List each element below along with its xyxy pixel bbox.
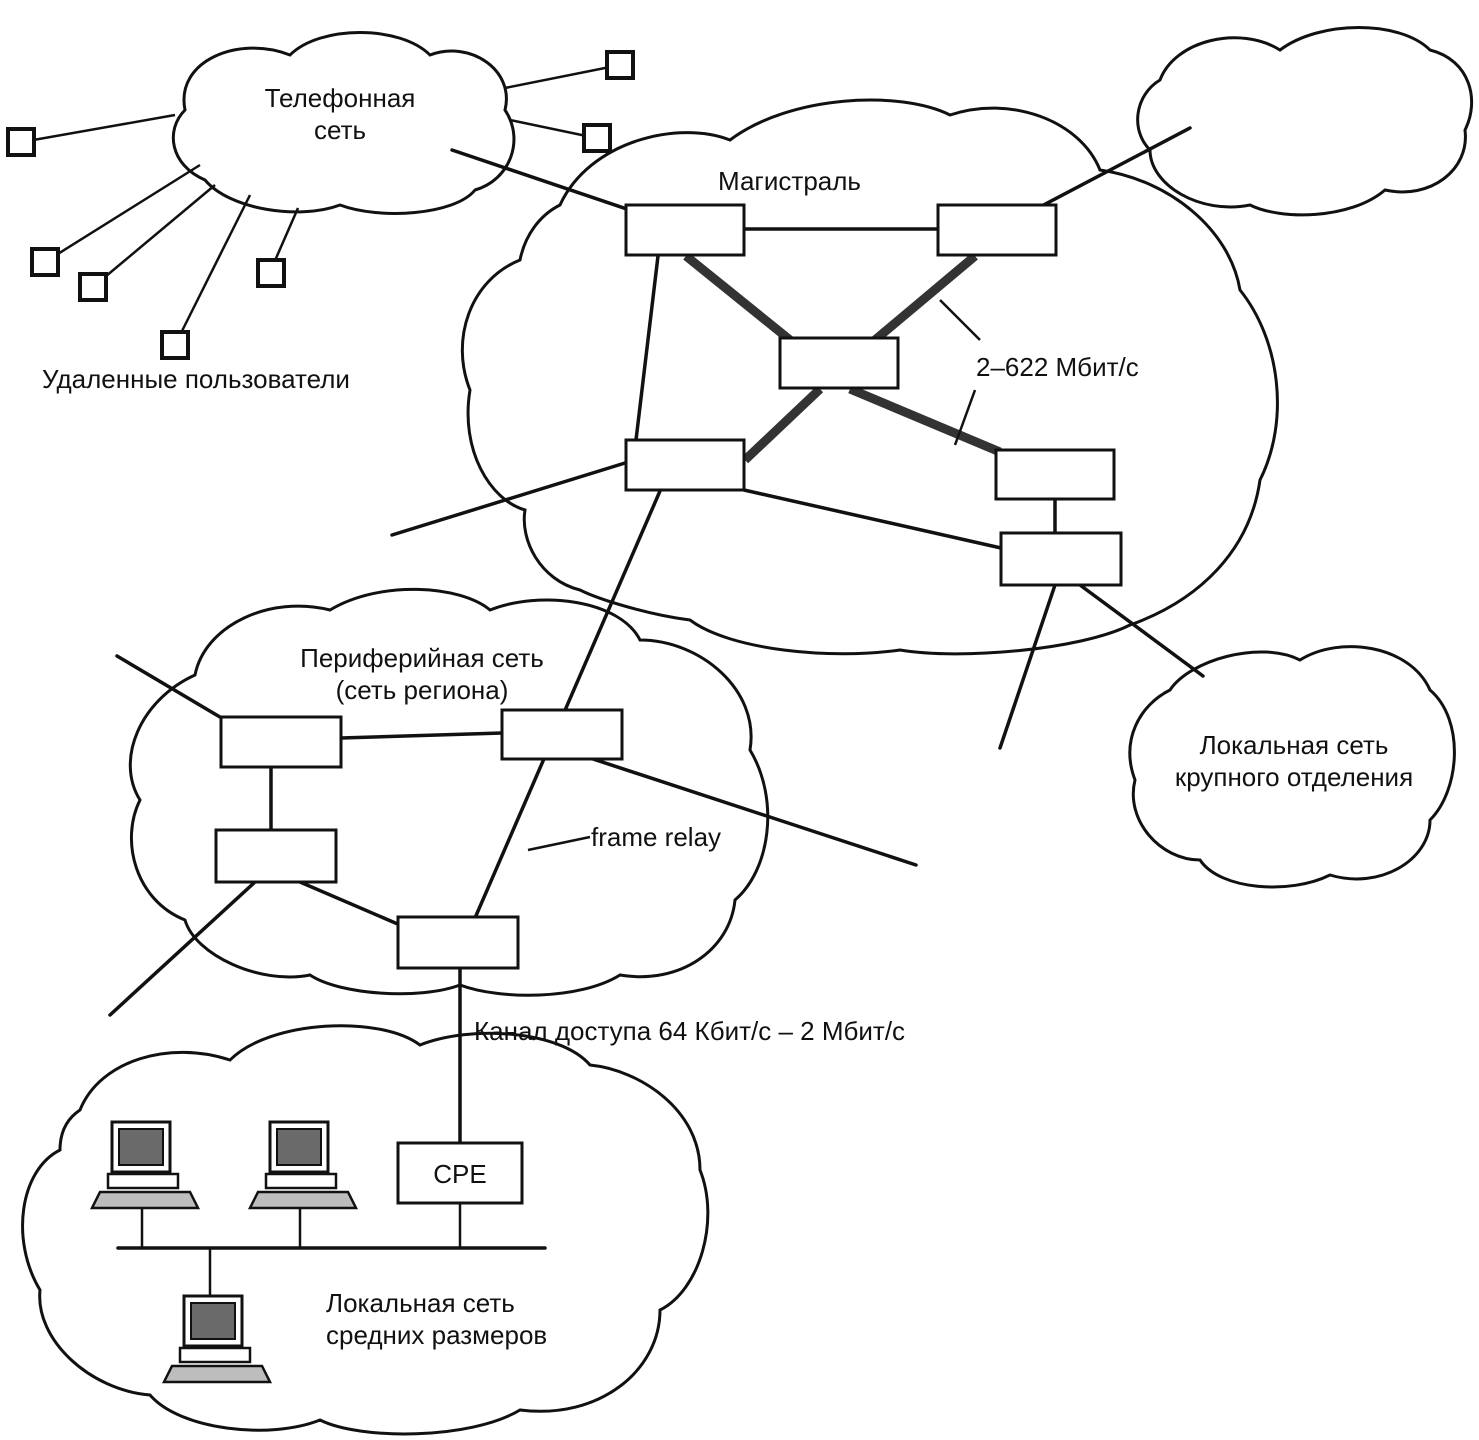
medium-lan-cloud [21,1024,710,1436]
medium-lan-label-line2: средних размеров [326,1320,547,1350]
backbone-node-center [778,336,900,390]
peripheral-node-bottom [396,915,520,970]
backbone-label: Магистраль [718,166,861,196]
cpe-router [396,1141,524,1205]
remote-user-links [21,63,621,346]
peripheral-network-label-line1: Периферийная сеть [300,643,544,673]
branch-lan-cloud [1128,645,1456,889]
remote-user-terminals [6,50,635,360]
branch-lan-label-line1: Локальная сеть [1200,730,1389,760]
peripheral-network-label-line2: (сеть региона) [336,675,509,705]
peripheral-links [108,654,918,1145]
terminal-icon [582,123,612,153]
terminal-icon [160,330,190,360]
remote-users-label: Удаленные пользователи [42,364,350,394]
backbone-node-right [994,448,1116,501]
backbone-node-top-left [624,203,746,257]
peripheral-node-top-right [500,708,624,761]
peripheral-cloud [128,587,770,997]
frame-relay-link [473,489,662,920]
peripheral-node-top-left [219,715,343,769]
computer-icon [161,1294,273,1384]
frame-relay-label: frame relay [591,822,721,852]
phone-network-cloud [171,31,516,215]
backbone-links [390,126,1205,750]
backbone-node-top-right [936,203,1058,257]
terminal-icon [30,247,60,277]
terminal-icon [6,127,36,157]
branch-lan-label-line2: крупного отделения [1175,762,1413,792]
phone-network-label-line2: сеть [314,115,366,145]
cpe-label: CPE [433,1159,486,1189]
backbone-speed-label: 2–622 Мбит/с [976,352,1139,382]
phone-network-label-line1: Телефонная [265,83,416,113]
frame-relay-leader [527,835,591,852]
medium-lan-label-line1: Локальная сеть [326,1288,515,1318]
top-right-cloud [1136,26,1474,217]
peripheral-node-middle [214,828,338,884]
terminal-icon [605,50,635,80]
terminal-icon [78,272,108,302]
computer-icon [89,1120,201,1210]
backbone-node-bottom-right [999,531,1123,587]
backbone-node-left [624,438,746,492]
access-channel-label: Канал доступа 64 Кбит/с – 2 Мбит/с [474,1016,905,1046]
terminal-icon [256,258,286,288]
computer-icon [247,1120,359,1210]
